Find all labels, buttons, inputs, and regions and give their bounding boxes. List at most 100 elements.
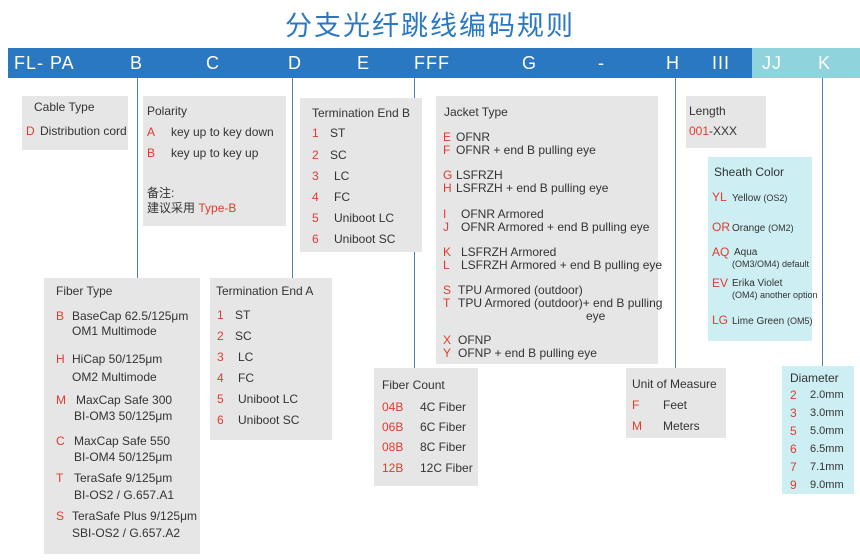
connector-line-term-a <box>292 78 293 278</box>
termination-a-code: 3 <box>217 350 224 364</box>
termination-b-code: 2 <box>312 148 319 162</box>
termination-b-label: Uniboot LC <box>334 211 395 225</box>
jacket-label: LSFRZH <box>456 168 503 182</box>
code-segment-dash: - <box>598 53 605 73</box>
fiber-type-code: T <box>56 471 64 485</box>
termination-b-code: 6 <box>312 232 319 246</box>
code-segment-fff: FFF <box>414 53 450 73</box>
fiber-type-line1: BaseCap 62.5/125μm <box>72 309 189 323</box>
jacket-label: OFNP + end B pulling eye <box>458 346 597 360</box>
unit-label: Meters <box>663 419 700 433</box>
fiber-type-heading: Fiber Type <box>56 284 113 298</box>
jacket-code: X <box>443 333 452 347</box>
diameter-code: 3 <box>790 406 797 420</box>
fiber-type-line2: BI-OS2 / G.657.A1 <box>74 488 175 502</box>
sheath-name: Erika Violet <box>732 278 783 289</box>
jacket-label: LSFRZH Armored <box>461 245 557 259</box>
polarity-note-text: 建议采用 <box>147 201 196 215</box>
fiber-count-label: 12C Fiber <box>420 461 473 475</box>
termination-a-label: Uniboot SC <box>238 413 300 427</box>
fiber-type-code: H <box>56 352 65 366</box>
sheath-sub: (OM4) another option <box>732 290 818 300</box>
termination-b-label: ST <box>330 126 346 140</box>
cable-type-box: Cable Type D Distribution cord <box>22 96 128 150</box>
termination-b-label: LC <box>334 169 350 183</box>
diameter-code: 6 <box>790 442 797 456</box>
termination-b-heading: Termination End B <box>312 106 411 120</box>
jacket-code: T <box>443 296 451 310</box>
sheath-sub: (OM2) <box>768 223 794 233</box>
unit-code: M <box>632 419 642 433</box>
termination-a-code: 2 <box>217 329 224 343</box>
fiber-count-heading: Fiber Count <box>382 378 445 392</box>
sheath-sub: (OM5) <box>787 316 813 326</box>
jacket-label: LSFRZH Armored + end B pulling eye <box>461 258 663 272</box>
sheath-label: Yellow (OS2) <box>732 191 787 206</box>
sheath-name: Orange <box>732 223 766 234</box>
jacket-code: J <box>443 220 449 234</box>
polarity-note-label: 备注: <box>147 186 175 200</box>
fiber-count-code: 08B <box>382 440 404 454</box>
page-title: 分支光纤跳线编码规则 <box>285 11 575 42</box>
code-segment-iii: III <box>712 53 731 73</box>
termination-a-code: 1 <box>217 308 224 322</box>
termination-a-label: Uniboot LC <box>238 392 299 406</box>
termination-a-code: 6 <box>217 413 224 427</box>
polarity-box: Polarity A key up to key down B key up t… <box>143 96 286 226</box>
polarity-heading: Polarity <box>147 104 188 118</box>
termination-a-label: FC <box>238 371 254 385</box>
sheath-label: Orange (OM2) <box>732 221 794 236</box>
polarity-code-b: B <box>147 146 156 160</box>
termination-a-code: 4 <box>217 371 224 385</box>
diameter-heading: Diameter <box>790 371 839 385</box>
sheath-color-box: Sheath Color YL Yellow (OS2) OR Orange (… <box>708 157 818 341</box>
fiber-type-line2: BI-OM4 50/125μm <box>74 450 173 464</box>
polarity-note: 建议采用 Type-B <box>147 201 236 215</box>
termination-b-code: 1 <box>312 126 319 140</box>
diameter-label: 5.0mm <box>810 425 844 437</box>
unit-heading: Unit of Measure <box>632 377 717 391</box>
jacket-code: L <box>443 258 450 272</box>
length-suffix: -XXX <box>709 124 738 138</box>
termination-a-label: LC <box>238 350 254 364</box>
fiber-count-code: 06B <box>382 420 404 434</box>
code-segment-g: G <box>522 53 538 73</box>
termination-b-code: 4 <box>312 190 319 204</box>
sheath-name: Yellow <box>732 193 761 204</box>
length-code: 001 <box>689 124 710 138</box>
diameter-code: 7 <box>790 460 797 474</box>
cable-type-code: D <box>26 124 35 138</box>
diameter-label: 7.1mm <box>810 461 844 473</box>
sheath-label: Lime Green (OM5) <box>732 314 813 329</box>
diameter-code: 2 <box>790 388 797 402</box>
code-segment-k: K <box>818 53 832 73</box>
jacket-label-continued: eye <box>586 309 606 323</box>
sheath-heading: Sheath Color <box>714 165 785 179</box>
polarity-label-a: key up to key down <box>171 125 274 139</box>
length-box: Length 001-XXX <box>686 96 766 148</box>
fiber-type-line1: MaxCap Safe 550 <box>74 434 171 448</box>
connector-line-unit <box>675 78 676 368</box>
polarity-note-value: Type-B <box>198 201 237 215</box>
code-segment-c: C <box>206 53 220 73</box>
fiber-type-line1: TeraSafe Plus 9/125μm <box>72 509 197 523</box>
fiber-count-label: 4C Fiber <box>420 400 467 414</box>
jacket-code: K <box>443 245 452 259</box>
fiber-type-code: C <box>56 434 65 448</box>
fiber-type-code: M <box>56 393 66 407</box>
diameter-code: 9 <box>790 478 797 492</box>
termination-a-label: ST <box>235 308 251 322</box>
fiber-count-label: 8C Fiber <box>420 440 467 454</box>
diameter-label: 2.0mm <box>810 389 844 401</box>
sheath-code: YL <box>712 190 727 204</box>
sheath-code: AQ <box>712 245 730 259</box>
connector-line-fiber-type <box>137 78 138 278</box>
jacket-code: G <box>443 168 453 182</box>
fiber-type-code: S <box>56 509 65 523</box>
jacket-code: Y <box>443 346 452 360</box>
code-segment-b: B <box>130 53 144 73</box>
